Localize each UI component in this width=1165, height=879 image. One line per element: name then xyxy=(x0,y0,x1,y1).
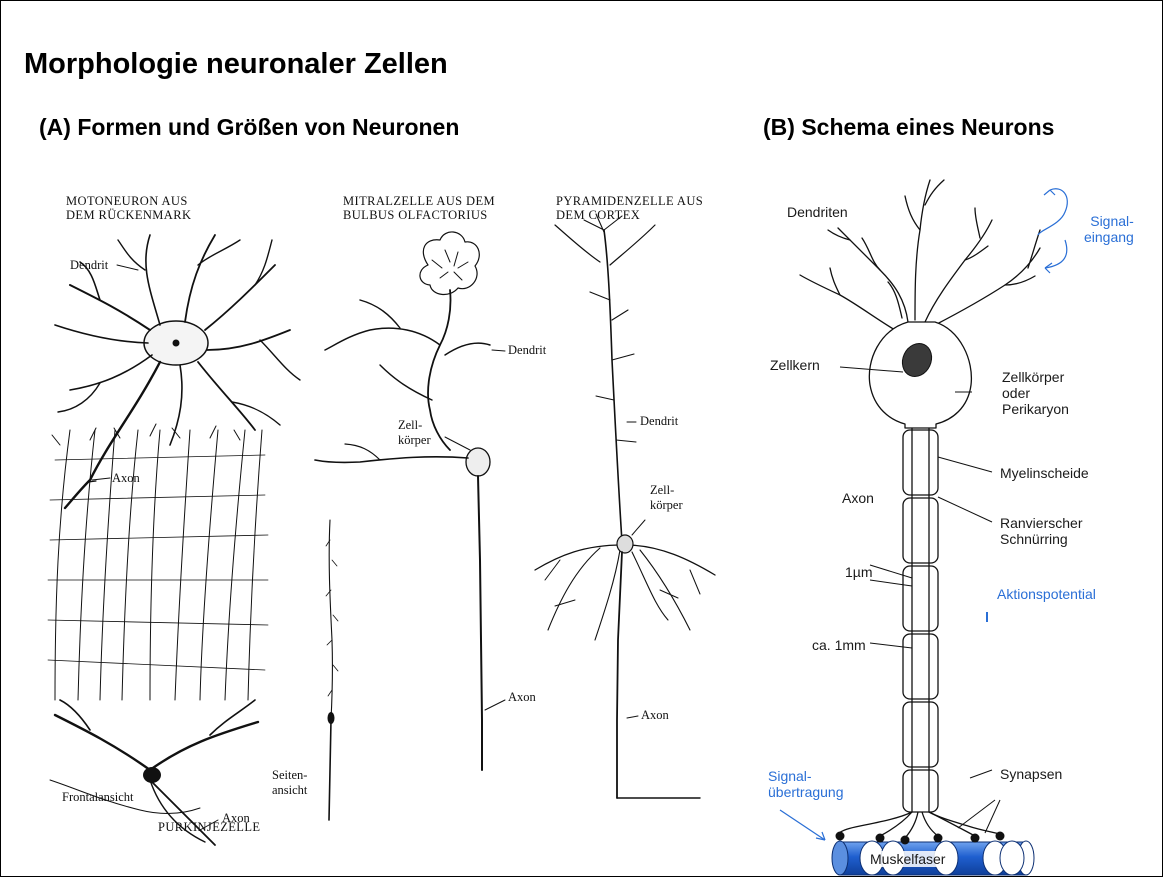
action-potential-label: Aktionspotential xyxy=(997,586,1096,602)
nucleus-label: Zellkern xyxy=(770,357,820,373)
panel-b-leader-lines xyxy=(840,367,1000,833)
soma-label: Zellkörper oder Perikaryon xyxy=(1002,369,1069,417)
axon-label: Axon xyxy=(842,490,874,506)
schematic-dendrites xyxy=(800,180,1040,330)
myelin-segments xyxy=(903,430,938,812)
signal-transmission-label: Signal- übertragung xyxy=(768,768,844,800)
schematic-axon-core xyxy=(912,428,929,812)
segment-length-label: ca. 1mm xyxy=(812,637,866,653)
muscle-fiber-label: Muskelfaser xyxy=(870,851,945,867)
node-of-ranvier-label: Ranvierscher Schnürring xyxy=(1000,515,1082,547)
diameter-label: 1µm xyxy=(845,564,873,580)
myelin-label: Myelinscheide xyxy=(1000,465,1089,481)
dendrites-label: Dendriten xyxy=(787,204,848,220)
synapses-label: Synapsen xyxy=(1000,766,1062,782)
signal-input-label: Signal- eingang xyxy=(1084,213,1134,245)
